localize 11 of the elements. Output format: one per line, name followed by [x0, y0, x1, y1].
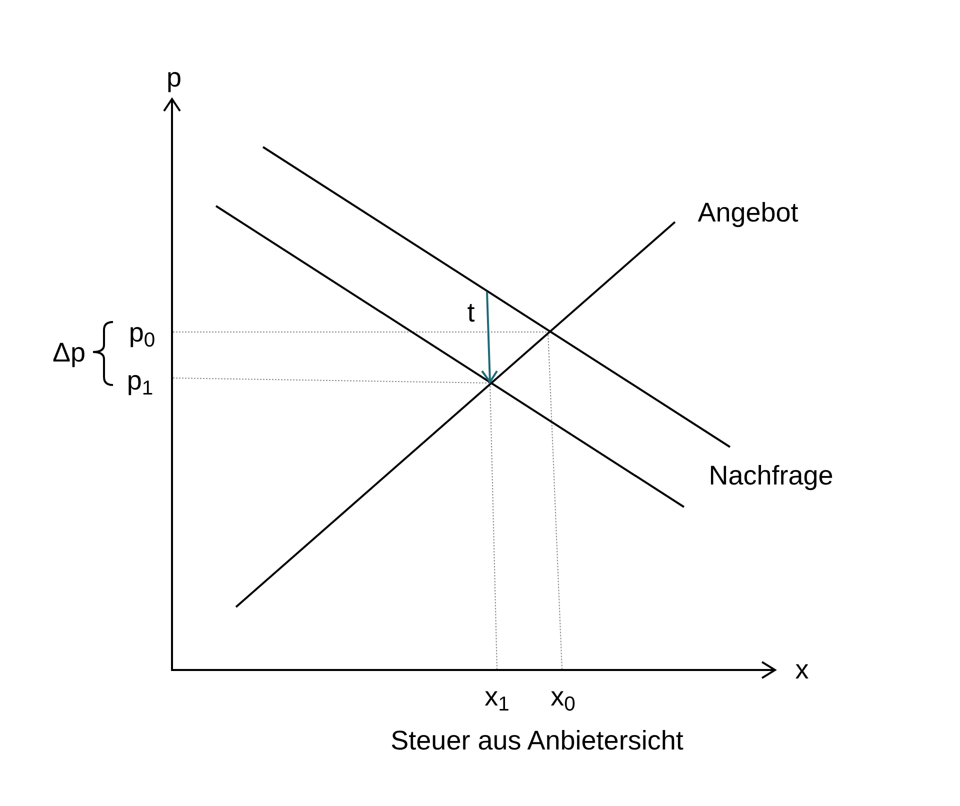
price-label: p$_{0}$ — [128, 320, 156, 346]
caption: Steuer aus Anbietersicht — [390, 728, 684, 754]
demand-curve-label: Nachfrage — [708, 462, 834, 490]
axis-label: p — [166, 64, 182, 92]
supply-curve-label: Angebot — [698, 200, 798, 226]
tax-label: t — [467, 300, 475, 326]
quantity-label: x$_{0}$ — [550, 684, 576, 710]
quantity-label: x$_{1}$ — [484, 684, 510, 710]
axis-label: x — [795, 656, 809, 684]
price-change-label: Δp — [52, 340, 86, 366]
price-label: p$_{1}$ — [126, 368, 154, 394]
